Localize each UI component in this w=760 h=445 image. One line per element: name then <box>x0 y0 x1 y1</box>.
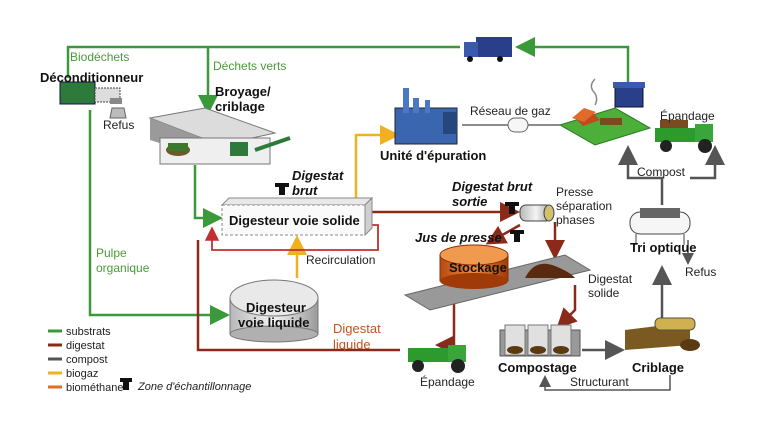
legend-label-biomethane: biométhane <box>66 382 124 394</box>
label-pulpe-2: organique <box>96 261 150 275</box>
farm-field <box>558 78 652 146</box>
purification-unit <box>394 88 458 145</box>
screw-press <box>519 204 555 222</box>
optical-sorter <box>629 208 691 245</box>
deconditioner-machine <box>59 81 127 119</box>
label-digesteur-solide: Digesteur voie solide <box>229 213 360 228</box>
label-digestat-solide-1: Digestat <box>588 272 633 286</box>
label-digesteur-liquide-2: voie liquide <box>238 315 310 330</box>
liquid-digester <box>229 279 319 343</box>
label-digestat-solide-2: solide <box>588 286 620 300</box>
storage-platform <box>403 244 592 311</box>
label-compostage: Compostage <box>498 360 577 375</box>
label-digestat-brut-sortie-1: Digestat brut <box>452 179 533 194</box>
label-recirculation: Recirculation <box>306 253 375 267</box>
label-broyage-2: criblage <box>215 99 265 114</box>
compost-flows <box>539 145 725 391</box>
label-presse-1: Presse <box>556 185 594 199</box>
waste-bin <box>613 82 645 108</box>
solid-digester <box>220 196 374 237</box>
gas-pipe <box>507 117 529 133</box>
label-digestat-brut-sortie-2: sortie <box>452 194 487 209</box>
label-unite-epuration: Unité d'épuration <box>380 148 486 163</box>
sampling-tap-icon <box>120 183 524 390</box>
legend: substrats digestat compost biogaz biomét… <box>48 326 251 394</box>
legend-label-digestat: digestat <box>66 340 105 352</box>
label-broyage-1: Broyage/ <box>215 84 271 99</box>
legend-label-biogaz: biogaz <box>66 368 98 380</box>
label-epandage-bottom: Épandage <box>420 374 475 389</box>
label-digestat-liquide-1: Digestat <box>333 321 381 336</box>
label-refus-2: Refus <box>685 265 716 279</box>
label-digestat-brut-1: Digestat <box>292 168 344 183</box>
label-pulpe-1: Pulpe <box>96 246 127 260</box>
substrate-flows <box>66 37 630 325</box>
label-digestat-brut-2: brut <box>292 183 318 198</box>
shredding-shed <box>148 107 291 165</box>
label-reseau-gaz: Réseau de gaz <box>470 104 551 118</box>
label-criblage: Criblage <box>632 360 684 375</box>
label-digesteur-liquide-1: Digesteur <box>246 300 306 315</box>
label-tri-optique: Tri optique <box>630 240 696 255</box>
label-presse-3: phases <box>556 213 595 227</box>
label-digestat-liquide-2: liquide <box>333 337 371 352</box>
label-deconditionneur: Déconditionneur <box>40 70 143 85</box>
legend-label-substrats: substrats <box>66 326 111 338</box>
label-stockage: Stockage <box>449 260 507 275</box>
tractor-spreader-top <box>655 120 713 153</box>
label-dechets-verts: Déchets verts <box>213 59 286 73</box>
tractor-spreader-bottom <box>408 345 466 373</box>
label-epandage-top: Épandage <box>660 108 715 123</box>
label-presse-2: séparation <box>556 199 612 213</box>
biogas-flows <box>287 125 400 278</box>
label-biodechets: Biodéchets <box>70 50 129 64</box>
screening-machine <box>625 317 700 351</box>
label-refus-1: Refus <box>103 118 134 132</box>
legend-label-compost: compost <box>66 354 108 366</box>
label-compost: Compost <box>637 165 686 179</box>
label-jus-de-presse: Jus de presse <box>415 230 502 245</box>
collection-truck <box>464 37 512 62</box>
legend-label-sampling-zone: Zone d'échantillonnage <box>137 381 251 393</box>
composting-platform <box>499 324 581 357</box>
recirculation-flow <box>204 224 379 251</box>
label-structurant: Structurant <box>570 375 629 389</box>
